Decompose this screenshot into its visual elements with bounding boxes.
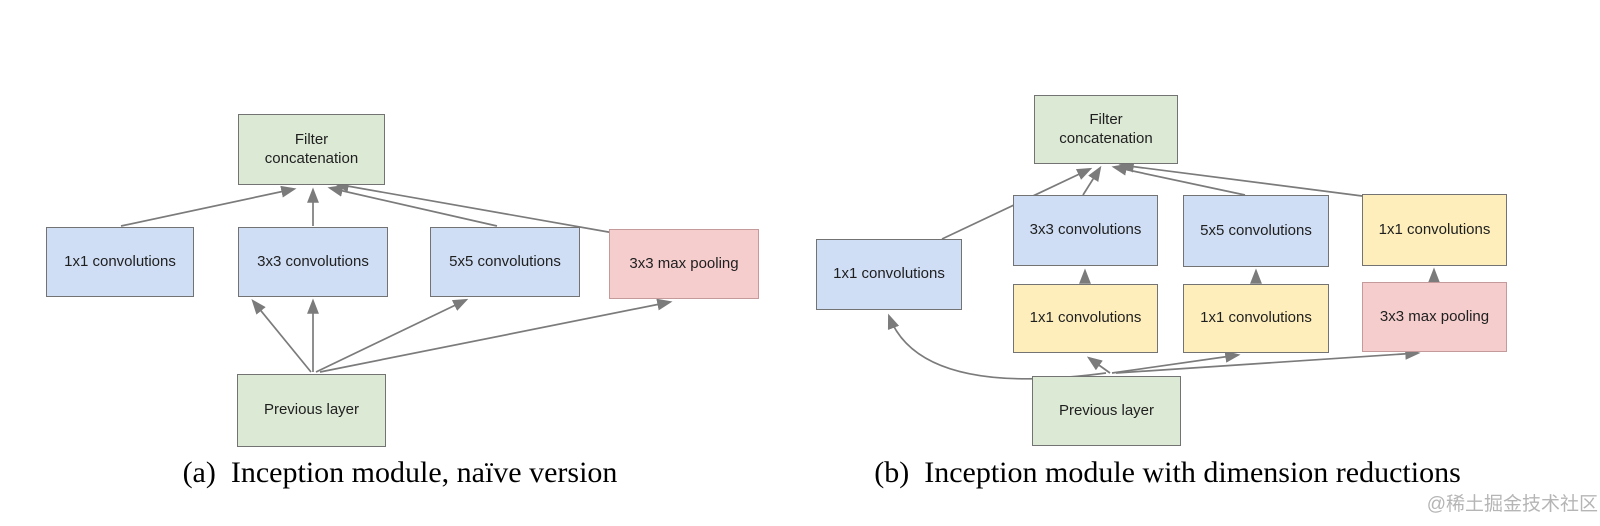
node-label: 1x1 convolutions [1200, 309, 1312, 327]
node-a-previous-layer: Previous layer [237, 374, 386, 447]
node-label: 5x5 convolutions [449, 252, 561, 270]
arrow-a-prev-to-conv1 [251, 299, 312, 373]
node-label: 3x3 max pooling [629, 254, 739, 272]
node-label: 1x1 convolutions [833, 265, 945, 283]
node-b-1x1-convolutions-left: 1x1 convolutions [816, 239, 962, 310]
caption-b-prefix: (b) [874, 456, 910, 489]
node-label: Previous layer [1058, 401, 1155, 419]
arrow-b-conv5-to-concat [1111, 163, 1246, 196]
node-label: 1x1 convolutions [64, 252, 176, 270]
arrow-b-conv1top-to-concat [1118, 160, 1371, 198]
arrow-a-conv5-to-concat [327, 185, 498, 227]
node-b-1x1-convolutions-mid-right: 1x1 convolutions [1183, 284, 1329, 353]
caption-b-text: Inception module with dimension reductio… [924, 456, 1461, 489]
arrow-a-conv1-to-concat [120, 185, 297, 227]
node-a-5x5-convolutions: 5x5 convolutions [430, 227, 580, 297]
arrow-b-prev-to-reduce1 [1086, 356, 1111, 374]
node-b-1x1-convolutions-mid-left: 1x1 convolutions [1013, 284, 1158, 353]
node-b-3x3-convolutions: 3x3 convolutions [1013, 195, 1158, 266]
node-a-filter-concatenation: Filter concatenation [238, 114, 385, 185]
node-label: 3x3 convolutions [257, 252, 369, 270]
node-label: 1x1 convolutions [1029, 309, 1142, 327]
caption-a: (a) Inception module, naïve version [140, 456, 660, 490]
caption-a-text: Inception module, naïve version [230, 456, 618, 489]
arrow-b-prev-to-reduce2 [1111, 350, 1241, 374]
arrow-b-conv3-to-concat [1082, 165, 1102, 196]
node-a-1x1-convolutions: 1x1 convolutions [46, 227, 194, 297]
node-a-3x3-convolutions: 3x3 convolutions [238, 227, 388, 297]
node-label: Previous layer [263, 401, 360, 419]
node-b-1x1-convolutions-top: 1x1 convolutions [1362, 194, 1507, 266]
arrow-b-prev-to-maxpool [1115, 347, 1421, 374]
node-b-5x5-convolutions: 5x5 convolutions [1183, 195, 1329, 267]
node-label: 1x1 convolutions [1378, 220, 1491, 238]
node-b-previous-layer: Previous layer [1032, 376, 1181, 446]
caption-a-prefix: (a) [182, 456, 216, 489]
caption-b: (b) Inception module with dimension reduc… [820, 456, 1515, 490]
node-b-filter-concatenation: Filter concatenation [1034, 95, 1178, 164]
arrow-a-maxpool-to-concat [333, 180, 615, 234]
node-label: 3x3 convolutions [1029, 221, 1142, 239]
node-a-3x3-max-pooling: 3x3 max pooling [609, 229, 759, 299]
arrow-a-prev-to-conv5 [315, 298, 469, 373]
arrow-a-prev-to-maxpool [319, 298, 673, 373]
node-b-3x3-max-pooling: 3x3 max pooling [1362, 282, 1507, 352]
watermark: @稀土掘金技术社区 [1426, 494, 1598, 515]
node-label: Filter concatenation [264, 130, 359, 167]
node-label: Filter concatenation [1059, 110, 1153, 147]
node-label: 5x5 convolutions [1200, 221, 1312, 239]
node-label: 3x3 max pooling [1379, 307, 1490, 325]
